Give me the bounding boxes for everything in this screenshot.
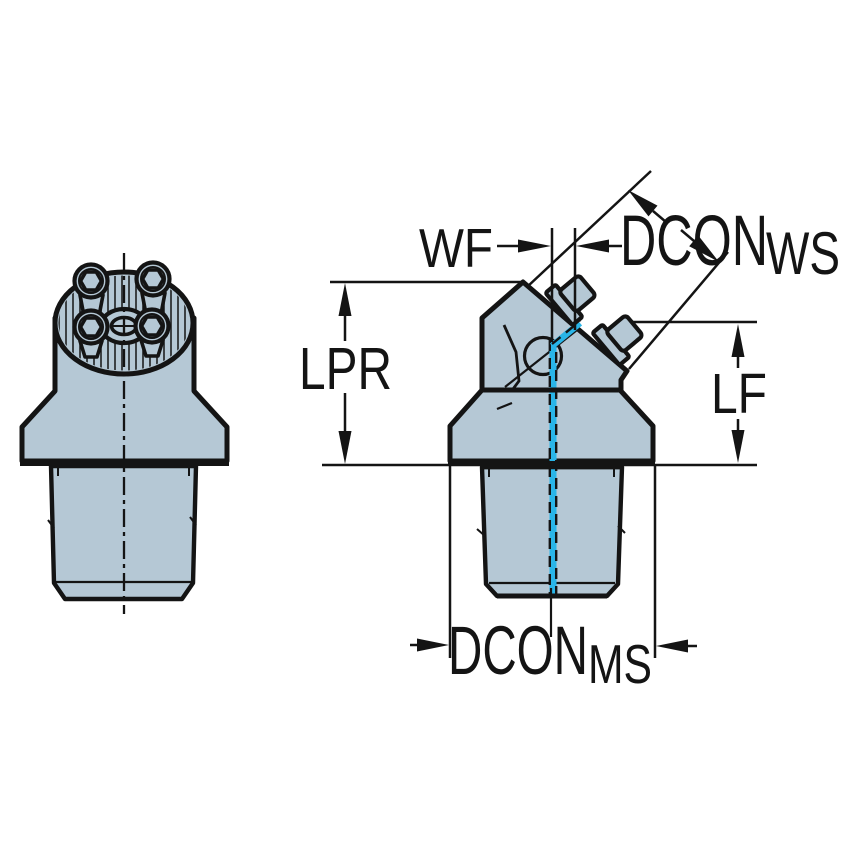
front-bolt-top-right xyxy=(134,260,172,298)
label-lpr: LPR xyxy=(299,336,392,402)
side-shank-notch-left xyxy=(476,528,486,537)
dimensions: WF DCON WS LPR LF xyxy=(299,170,840,695)
dimension-dcon-ms: DCON MS xyxy=(410,466,697,695)
label-wf: WF xyxy=(419,217,493,279)
dcon-ws-arrow-lower-icon xyxy=(689,235,719,262)
label-dcon-ms-subscript: MS xyxy=(588,633,652,695)
side-flange-tick xyxy=(496,401,513,411)
side-insert-circle xyxy=(522,335,564,377)
front-bolt-bottom-right xyxy=(133,307,171,345)
lf-arrow-up-icon xyxy=(731,324,745,357)
label-dcon-ws-subscript: WS xyxy=(766,220,840,287)
dimension-lf: LF xyxy=(711,324,767,463)
lpr-arrow-down-icon xyxy=(338,431,352,464)
front-bolt-bottom-left xyxy=(72,308,110,346)
side-view xyxy=(322,274,757,637)
label-dcon-ws: DCON xyxy=(620,202,768,281)
front-view xyxy=(19,253,230,614)
wf-arrow-right-icon xyxy=(518,239,551,253)
side-clamp-screw-1 xyxy=(544,274,597,327)
dcon-ws-extension-a xyxy=(526,170,652,288)
lpr-arrow-up-icon xyxy=(338,283,352,316)
lf-arrow-down-icon xyxy=(731,430,745,463)
dimension-dcon-ws: DCON WS xyxy=(526,170,840,370)
side-head-contour xyxy=(502,324,521,390)
front-shank-notch-left xyxy=(47,519,55,529)
dimension-lpr: LPR xyxy=(299,283,392,464)
front-bolt-top-left xyxy=(72,262,110,300)
side-shank-notch-right xyxy=(617,525,626,534)
dimension-wf: WF xyxy=(419,217,622,342)
dcon-ws-arrow-upper-icon xyxy=(628,190,658,217)
label-lf: LF xyxy=(711,362,767,426)
side-clamp-screw-2 xyxy=(591,314,644,367)
label-dcon-ms: DCON xyxy=(448,612,588,689)
dcon-ms-arrow-right-icon xyxy=(417,638,449,652)
dcon-ws-extension-b xyxy=(628,251,729,370)
wf-arrow-left-icon xyxy=(576,239,609,253)
front-shank-notch-right xyxy=(189,516,197,526)
dcon-ms-arrow-left-icon xyxy=(656,639,688,653)
